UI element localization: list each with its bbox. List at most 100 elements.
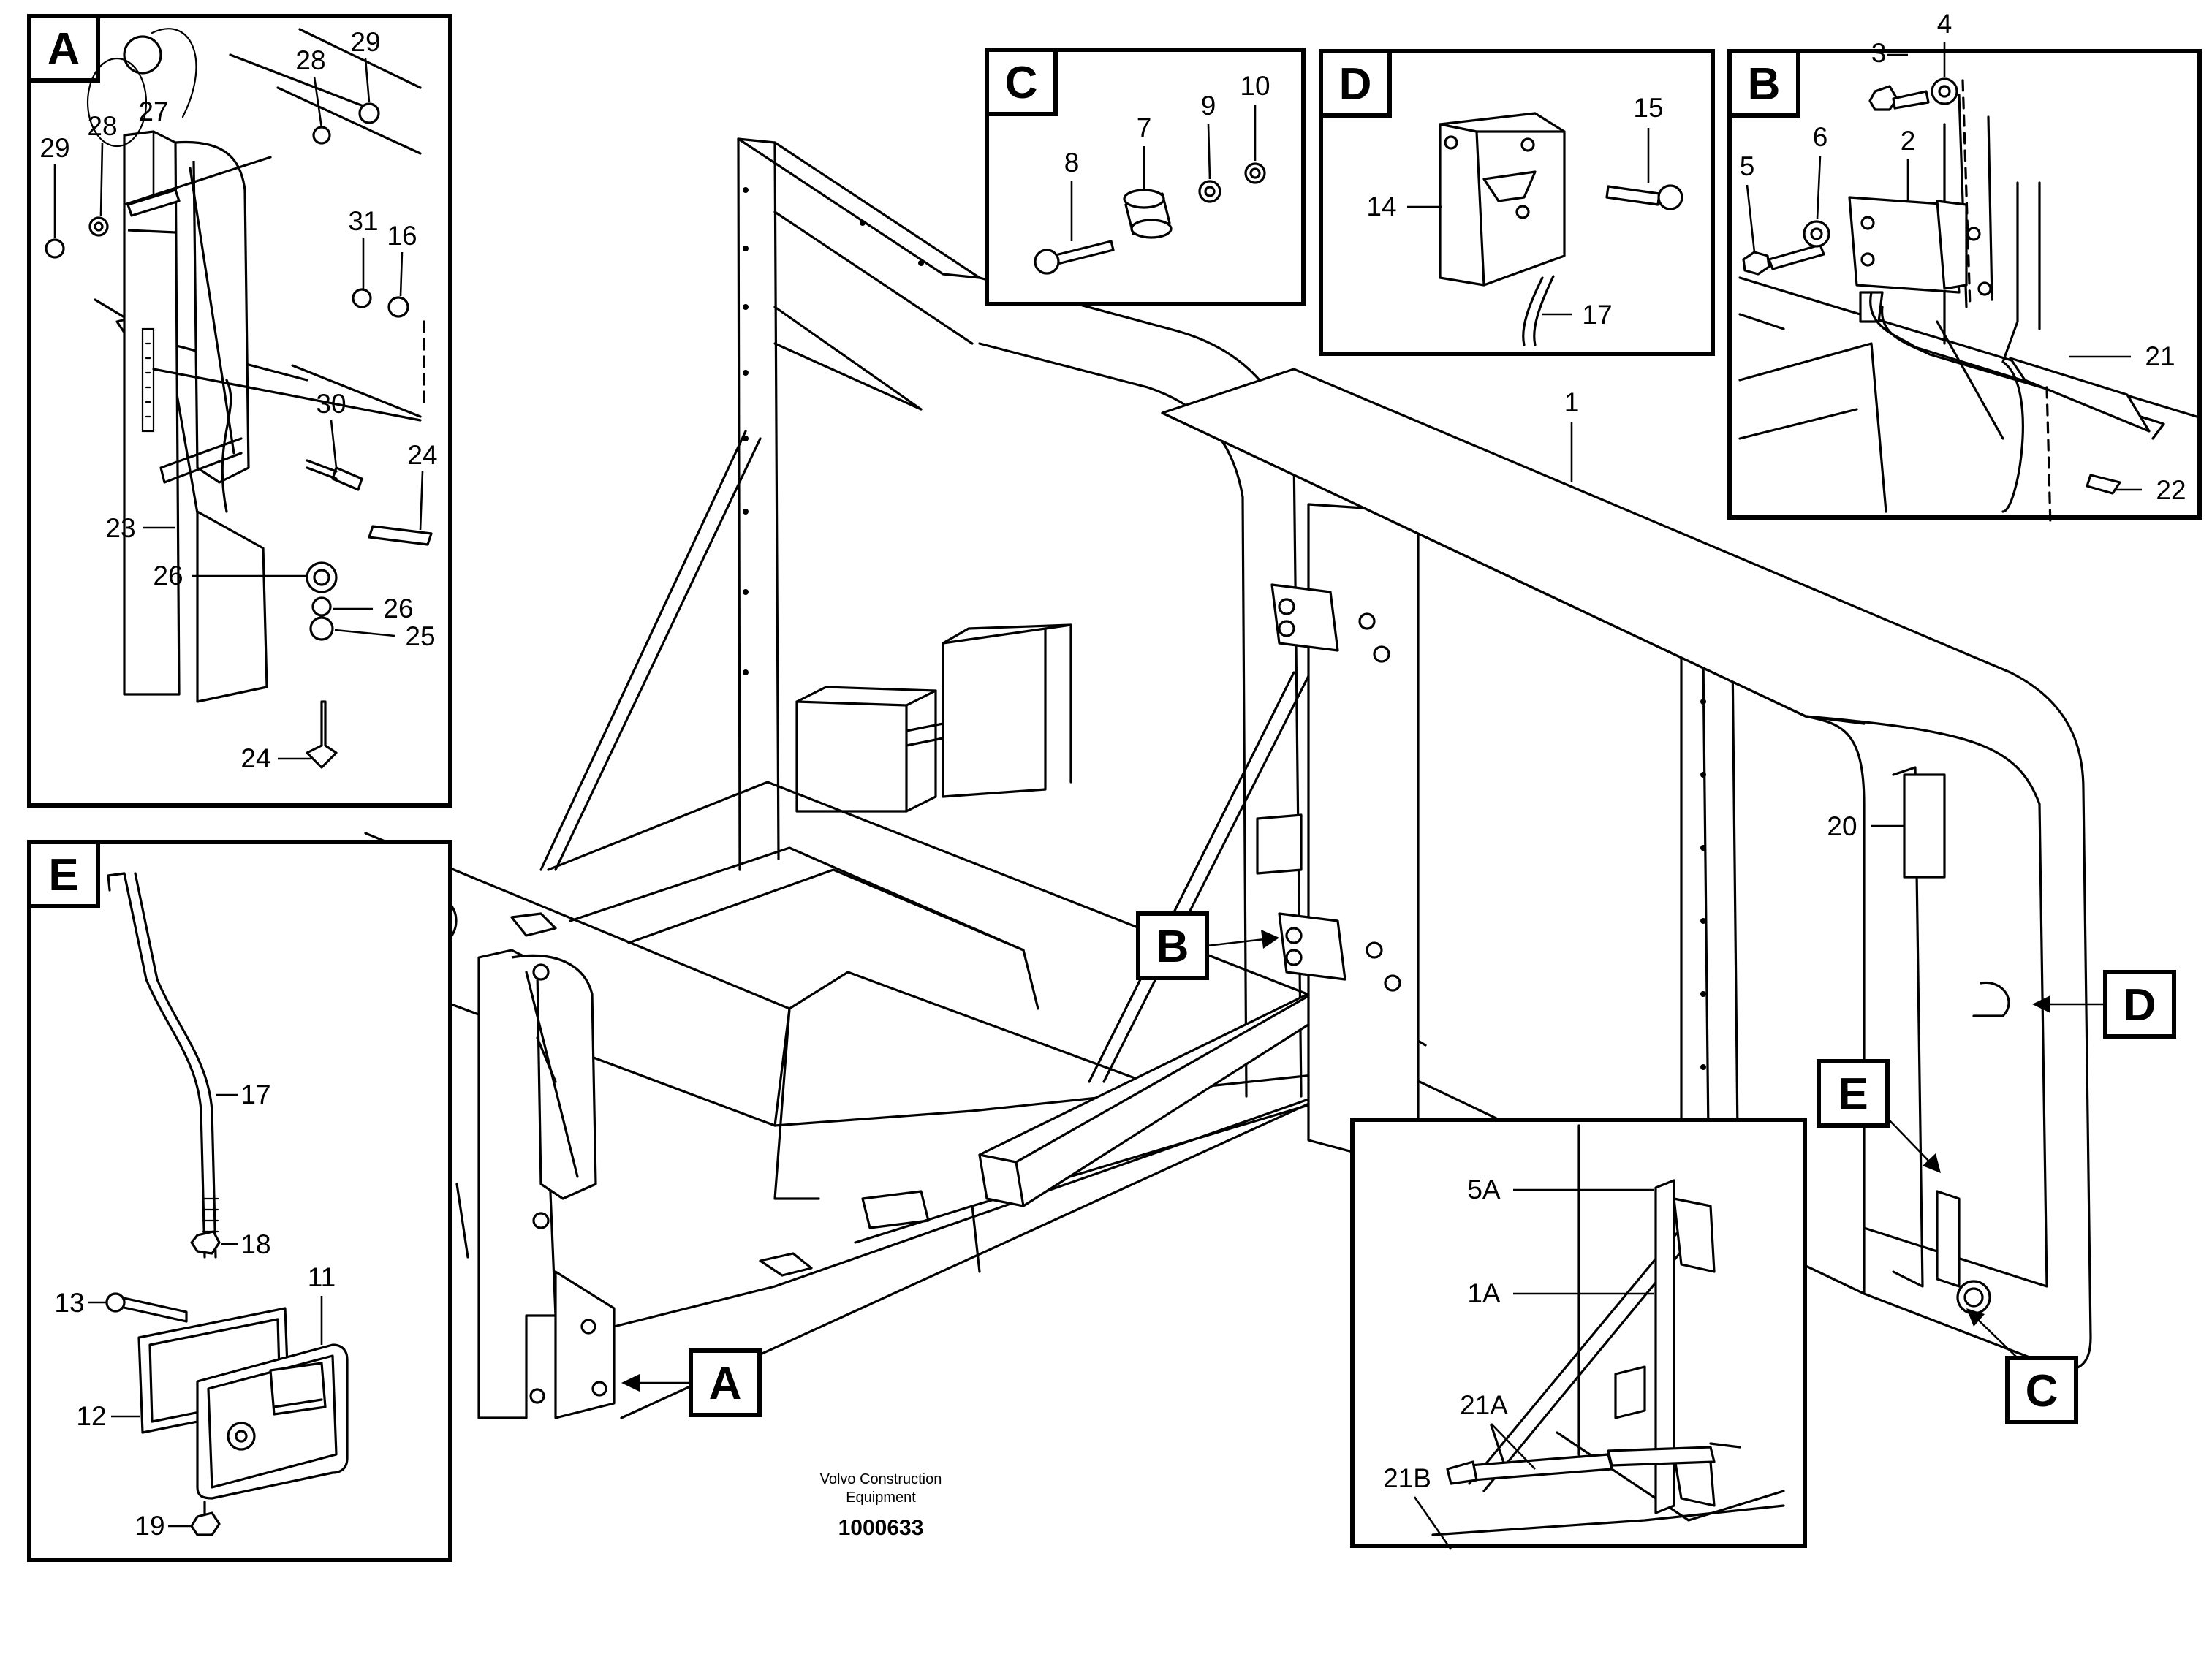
pointer-b: B	[1136, 911, 1279, 980]
detail-e-badge	[27, 840, 100, 908]
callout-label: 31	[348, 206, 378, 236]
pointer-b-letter: B	[1156, 922, 1189, 972]
callout-2: 2	[1901, 126, 1916, 201]
detail-c-letter: C	[1005, 58, 1038, 108]
callout-22: 22	[2116, 475, 2186, 505]
callout-20: 20	[1827, 811, 1904, 841]
callout-label: 14	[1366, 191, 1396, 221]
callout-15: 15	[1633, 93, 1664, 183]
publisher-line-2: Equipment	[846, 1490, 916, 1506]
callout-label: 5	[1740, 151, 1755, 181]
callout-label: 8	[1064, 148, 1080, 178]
callout-label: 27	[138, 96, 168, 126]
pointer-a: A	[621, 1348, 762, 1417]
callout-14: 14	[1366, 191, 1442, 221]
hinge-lower	[1278, 912, 1401, 992]
callout-31: 31	[348, 206, 379, 289]
callout-28-top: 28	[295, 45, 326, 129]
pointer-e: E	[1817, 1059, 1941, 1173]
callout-label: 23	[105, 513, 135, 543]
callout-label: 3	[1871, 38, 1887, 68]
callout-7: 7	[1137, 113, 1152, 189]
callout-29-top: 29	[350, 27, 381, 103]
detail-c-badge	[2005, 1356, 2078, 1424]
callout-6: 6	[1813, 122, 1828, 220]
callout-1: 1	[1564, 387, 1580, 482]
detail-e-badge	[1817, 1059, 1890, 1128]
callout-3: 3	[1871, 38, 1908, 68]
callout-label: 22	[2156, 475, 2186, 505]
callout-21: 21	[2069, 341, 2175, 371]
callout-21a: 21A	[1460, 1390, 1536, 1470]
callout-label: 28	[295, 45, 325, 75]
callout-30: 30	[316, 389, 346, 468]
callout-label: 1	[1564, 387, 1580, 417]
callout-21b: 21B	[1383, 1463, 1452, 1550]
callout-label: 1A	[1467, 1278, 1501, 1308]
detail-c-panel: C 8 7 9 10	[985, 48, 1306, 306]
detail-d-letter: D	[1339, 59, 1372, 110]
callout-label: 24	[240, 743, 270, 773]
pointer-d: D	[2032, 970, 2176, 1039]
callout-label: 24	[407, 440, 437, 470]
callout-label: 21A	[1460, 1390, 1508, 1420]
detail-e-letter: E	[48, 850, 78, 900]
callout-11: 11	[308, 1262, 336, 1345]
callout-label: 20	[1827, 811, 1857, 841]
callout-label: 26	[383, 593, 413, 623]
pointer-c-letter: C	[2026, 1366, 2058, 1416]
callout-label: 4	[1937, 9, 1952, 39]
detail-b-letter: B	[1748, 59, 1781, 110]
detail-a-badge	[689, 1348, 762, 1417]
callout-10: 10	[1240, 71, 1270, 161]
drawing-number: 1000633	[838, 1516, 924, 1540]
callout-label: 29	[350, 27, 380, 57]
callout-29-left: 29	[39, 133, 70, 238]
inset-panel: 5A 1A 21A 21B	[1350, 1118, 1807, 1550]
detail-e-panel: E 17 18 11 13	[27, 840, 452, 1562]
callout-27: 27	[138, 96, 169, 197]
callout-label: 29	[39, 133, 69, 163]
detail-a-letter: A	[48, 24, 80, 75]
publisher-line-1: Volvo Construction	[820, 1471, 942, 1487]
callout-label: 11	[308, 1262, 336, 1292]
callout-label: 18	[240, 1229, 270, 1259]
detail-a-badge	[27, 14, 100, 83]
callout-26-right: 26	[333, 593, 414, 623]
callout-label: 17	[1582, 300, 1612, 330]
callout-5: 5	[1740, 151, 1756, 253]
callout-label: 13	[54, 1288, 84, 1318]
detail-b-badge	[1727, 49, 1800, 118]
callout-label: 10	[1240, 71, 1270, 101]
callout-label: 9	[1201, 91, 1216, 121]
detail-a-panel: A	[27, 14, 452, 808]
callout-label: 2	[1901, 126, 1916, 156]
callout-26-left: 26	[153, 561, 307, 591]
callout-1a: 1A	[1467, 1278, 1654, 1308]
callout-label: 21	[2145, 341, 2175, 371]
pointer-c: C	[1966, 1308, 2078, 1424]
callout-8: 8	[1064, 148, 1080, 241]
callout-18: 18	[221, 1229, 271, 1259]
callout-5a: 5A	[1467, 1175, 1654, 1205]
callout-label: 26	[153, 561, 183, 591]
detail-b-panel: B 3 4	[1727, 9, 2202, 528]
callout-label: 6	[1813, 122, 1828, 152]
callout-17-e: 17	[216, 1080, 271, 1109]
pointer-d-letter: D	[2124, 980, 2156, 1031]
callout-12: 12	[76, 1401, 140, 1431]
detail-c-badge	[985, 48, 1058, 116]
callout-label: 7	[1137, 113, 1152, 143]
callout-label: 19	[135, 1511, 164, 1541]
callout-24-bottom: 24	[240, 743, 311, 773]
callout-label: 25	[405, 621, 435, 651]
callout-16: 16	[387, 221, 417, 297]
callout-label: 5A	[1467, 1175, 1501, 1205]
publisher-block: Volvo Construction Equipment 1000633	[820, 1471, 942, 1540]
pointer-e-letter: E	[1838, 1069, 1868, 1120]
hinge-upper	[1270, 583, 1390, 663]
callout-19: 19	[135, 1511, 192, 1541]
detail-d-panel: D 15 14 17	[1319, 49, 1715, 356]
callout-label: 28	[87, 111, 117, 141]
